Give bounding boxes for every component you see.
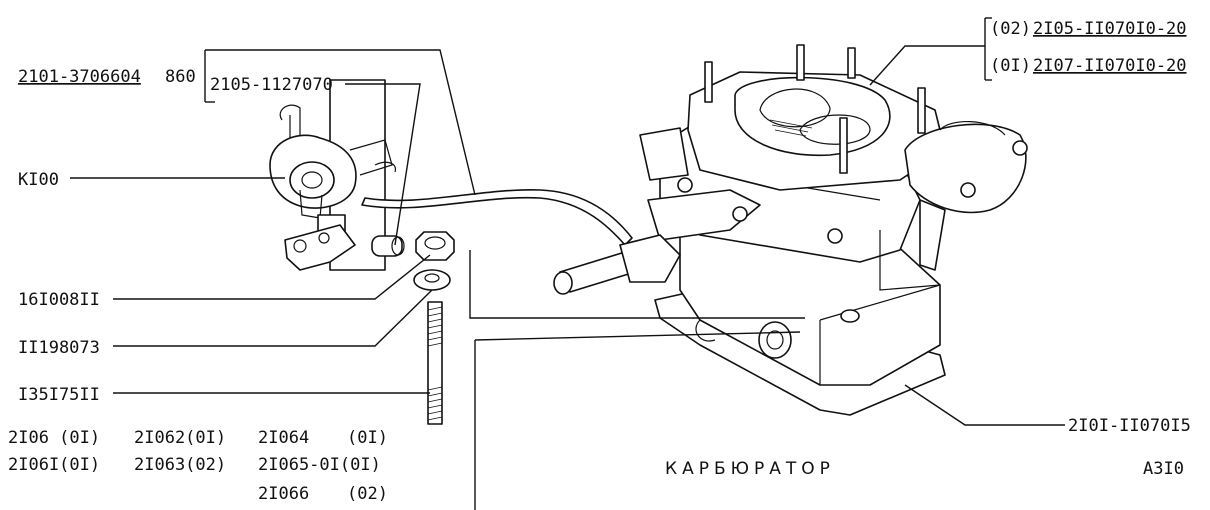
carb-02-part-label: 2I05-II070I0-20 <box>1033 19 1187 39</box>
model-col2-row2: 2I063(02) <box>134 455 226 475</box>
gasket-part-label: 2I0I-II070I5 <box>1068 416 1191 436</box>
nut-part-label: 16I008II <box>18 290 100 310</box>
model-col3-row3: 2I066 <box>258 484 309 504</box>
hose-clamp-drawing <box>371 235 405 257</box>
carb-01-prefix: (0I) <box>990 56 1031 76</box>
fuel-hose-drawing <box>361 189 633 246</box>
model-col1-row1: 2I06 (0I) <box>8 428 100 448</box>
carburetor-drawing <box>553 44 1028 416</box>
model-col1-row2: 2I06I(0I) <box>8 455 100 475</box>
washer-part-label: II198073 <box>18 338 100 358</box>
leader-lines <box>70 17 1065 510</box>
model-col3-code-row1: (0I) <box>347 428 388 448</box>
page-code: A3I0 <box>1143 459 1184 479</box>
fuel-pump-number-label: 860 <box>165 67 196 87</box>
stud-part-label: I35I75II <box>18 385 100 405</box>
fuel-pump-part-label: 2101-3706604 <box>18 67 141 87</box>
nut-drawing <box>415 231 455 261</box>
model-col3-code-row3: (02) <box>347 484 388 504</box>
model-col2-row1: 2I062(0I) <box>134 428 226 448</box>
fuel-pump-drawing <box>269 79 397 271</box>
stud-drawing <box>427 301 443 425</box>
ki00-label: KI00 <box>18 170 59 190</box>
model-col3-row2: 2I065-0I(0I) <box>258 455 381 475</box>
model-col3-row1: 2I064 <box>258 428 309 448</box>
washer-drawing <box>413 269 451 291</box>
hose-part-label: 2105-1127070 <box>210 75 333 95</box>
diagram-title: КАРБЮРАТОР <box>665 459 835 479</box>
carb-02-prefix: (02) <box>990 19 1031 39</box>
carb-01-part-label: 2I07-II070I0-20 <box>1033 56 1187 76</box>
